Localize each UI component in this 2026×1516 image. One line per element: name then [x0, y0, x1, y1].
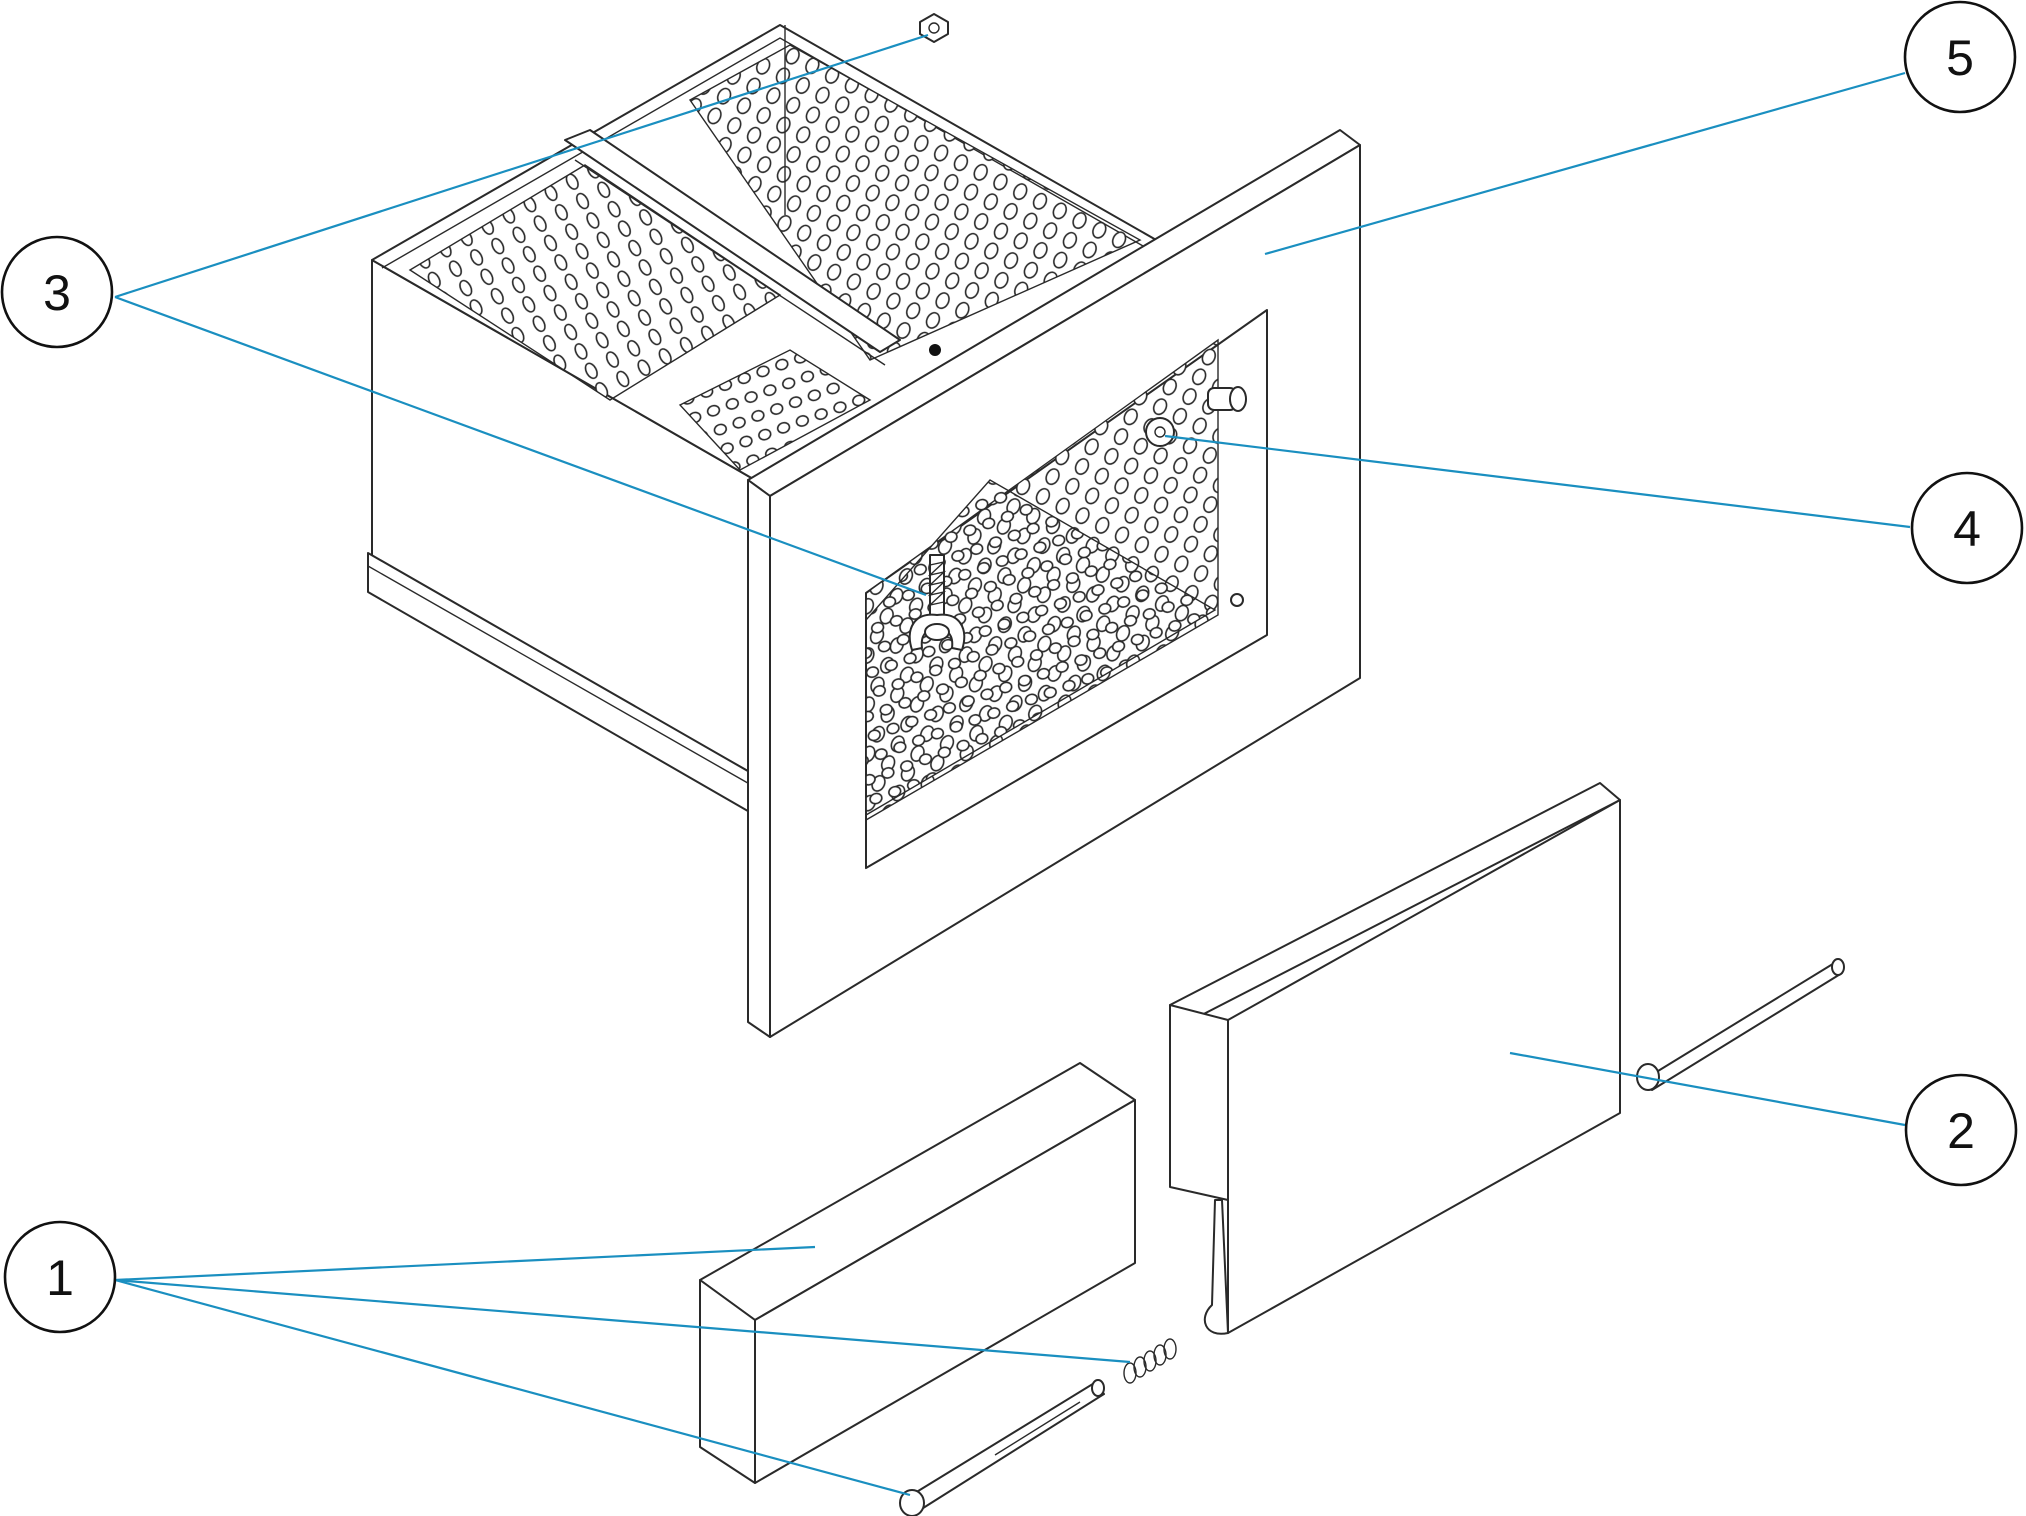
front-frame-side-edge: [747, 479, 771, 1038]
basket-divider: [564, 129, 901, 353]
front-frame: [747, 129, 1361, 1038]
panel2-hinge-roll: [1203, 1199, 1229, 1335]
callout-4-label: 4: [1953, 501, 1981, 557]
callout-3-label: 3: [43, 265, 71, 321]
spring: [1123, 1338, 1177, 1384]
top-nut: [919, 13, 949, 43]
stud-knob: [1207, 386, 1247, 412]
panel1-face: [754, 1099, 1136, 1484]
callout-4: 4: [1910, 471, 2024, 585]
panel2-face: [1227, 799, 1621, 1334]
callout-5-label: 5: [1946, 30, 1974, 86]
wing-bolt: [908, 554, 966, 651]
basket-body: [367, 13, 1166, 819]
washer: [1145, 417, 1175, 447]
frame-screw: [1230, 593, 1244, 607]
callout-5: 5: [1903, 0, 2017, 114]
perforated-panel-back: [688, 44, 1142, 361]
perforated-panel-floor: [678, 349, 872, 471]
leader-lines: [114, 33, 1911, 1497]
pin-part-1: [899, 1379, 1105, 1516]
callout-1: 1: [3, 1220, 117, 1334]
pin-part-2: [1636, 958, 1845, 1091]
callout-2: 2: [1904, 1073, 2018, 1187]
callout-1-label: 1: [46, 1250, 74, 1306]
panel2-side: [1169, 1004, 1229, 1201]
panel-part-1: [699, 1062, 1177, 1516]
divider-rivet: [929, 344, 941, 356]
panel-part-2: [1169, 782, 1845, 1335]
callout-3: 3: [0, 235, 114, 349]
callout-2-label: 2: [1947, 1103, 1975, 1159]
